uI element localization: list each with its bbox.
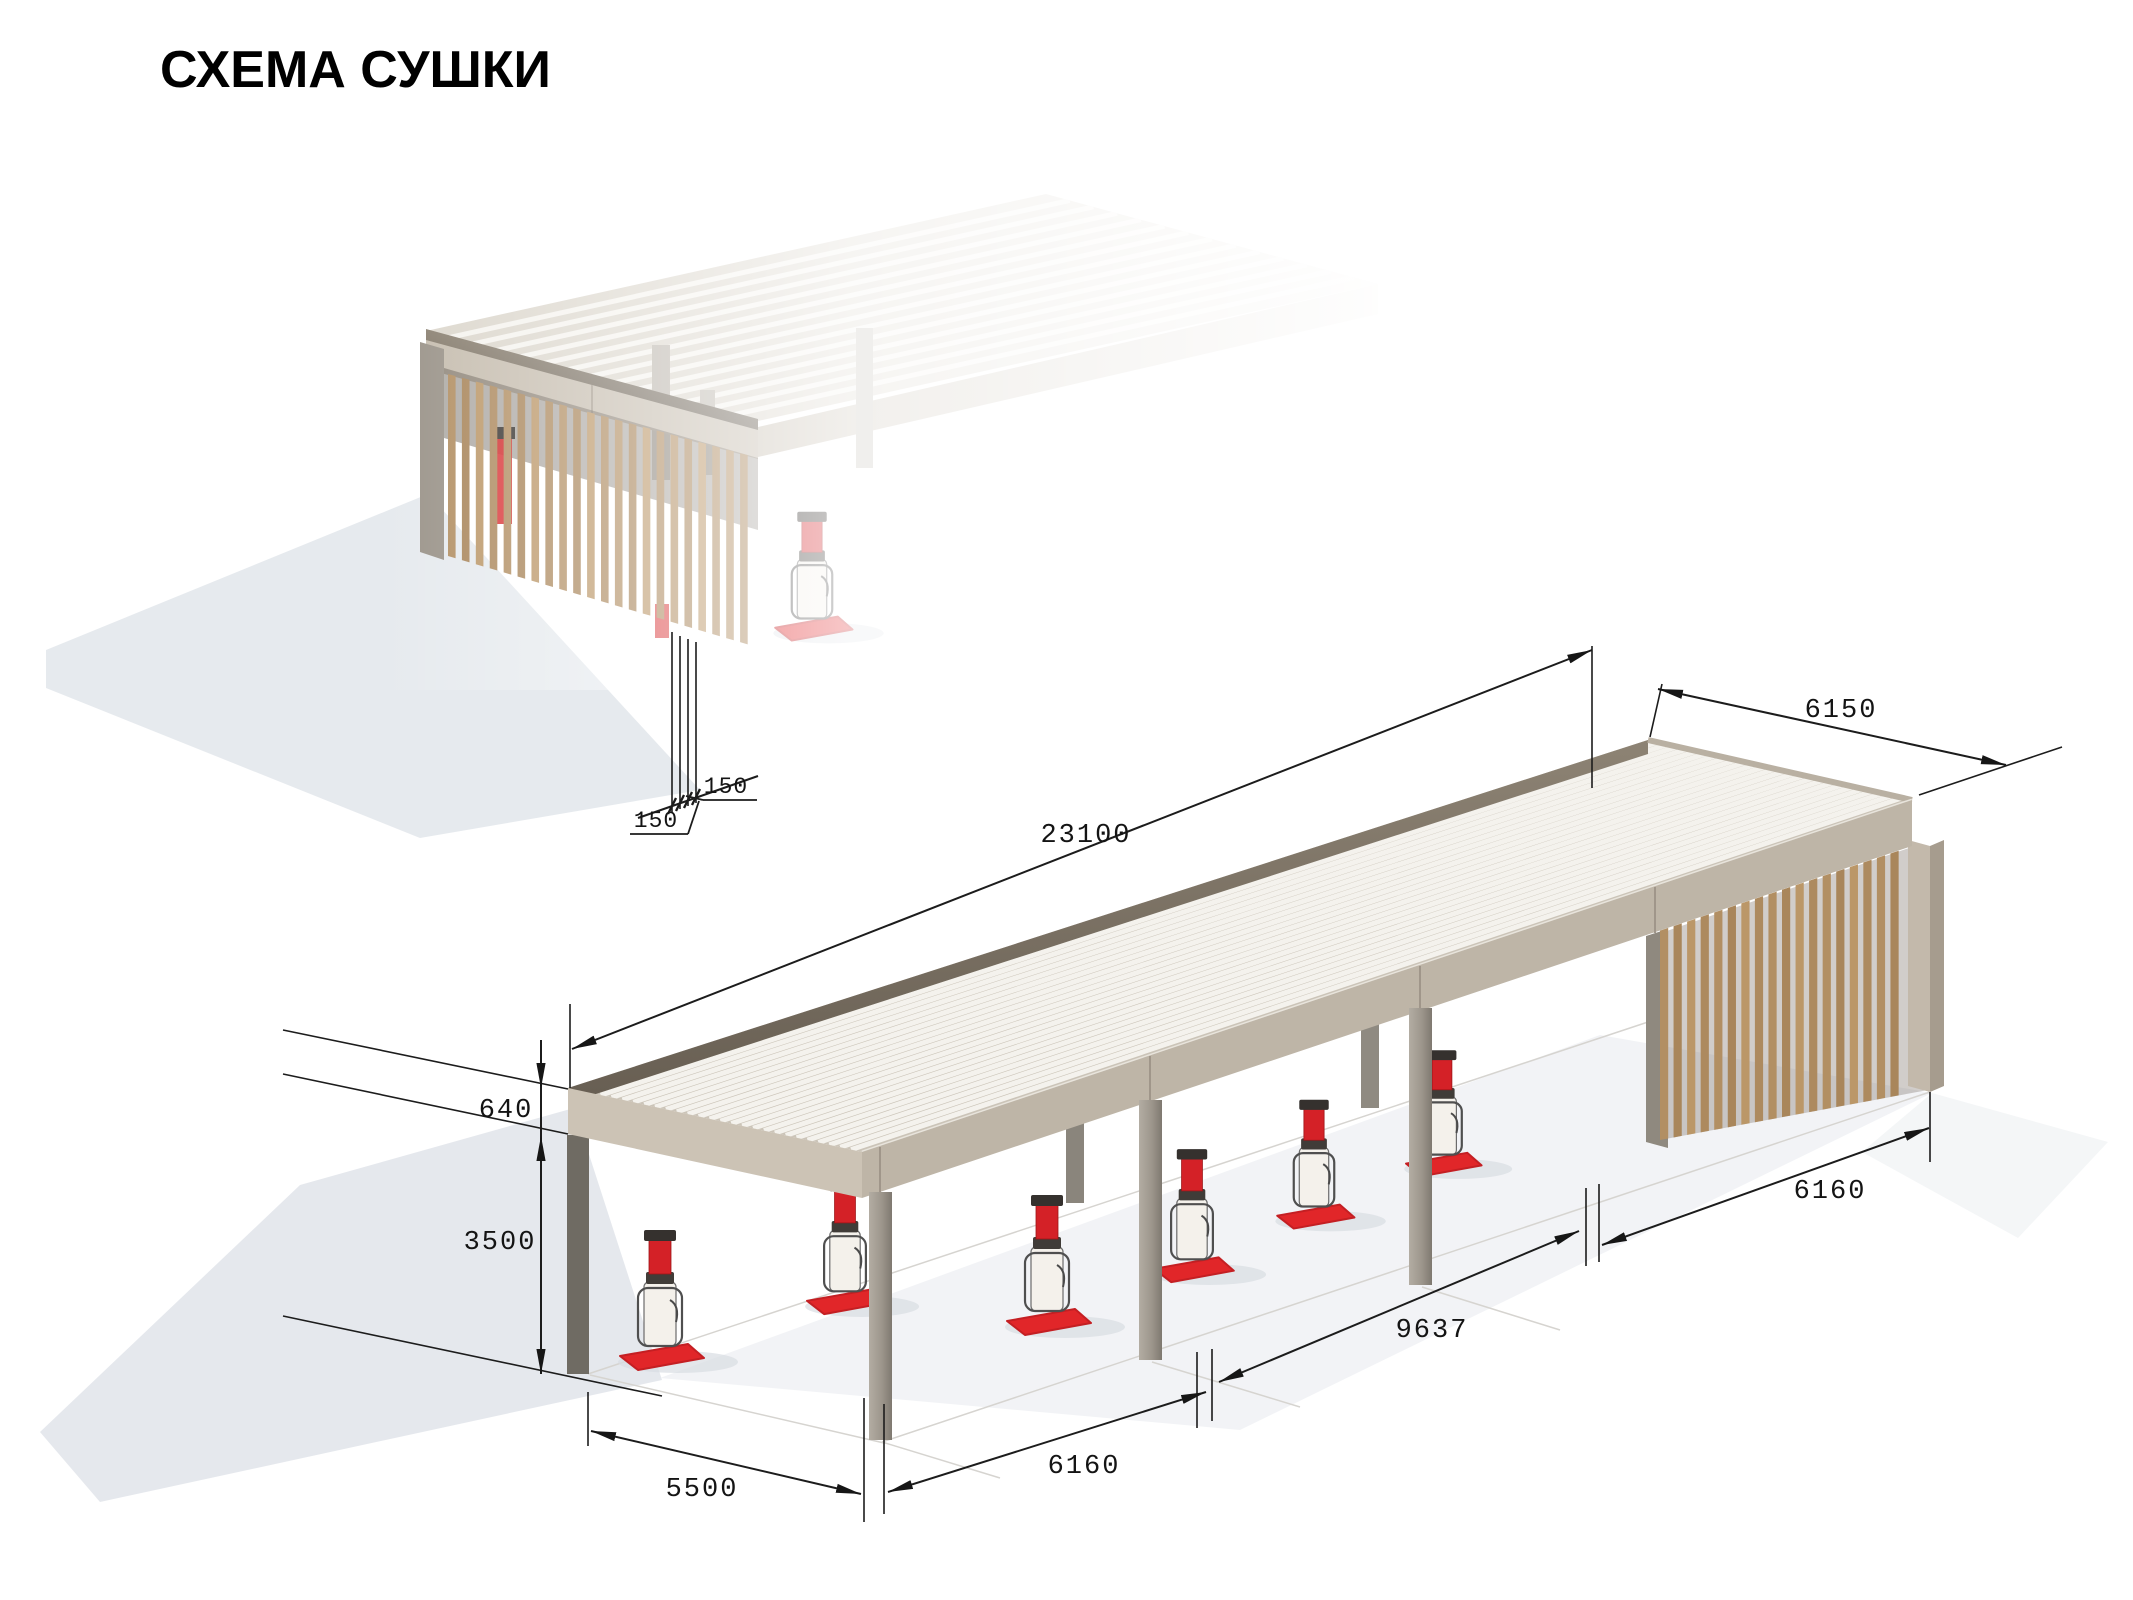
detail-ground-shadow <box>46 494 700 838</box>
wood-slat <box>1890 850 1899 1097</box>
dim-label-23100: 23100 <box>1040 821 1131 851</box>
heater-hose <box>853 1246 863 1269</box>
front-column <box>1409 1008 1432 1285</box>
wood-slat <box>1768 891 1777 1120</box>
heater-burner <box>1035 1204 1059 1240</box>
dimension-length-23100: 23100 <box>569 646 1593 1088</box>
heater-unit <box>618 1230 738 1373</box>
heater-base-plate <box>1276 1203 1356 1230</box>
dimension-span-9637: 9637 <box>1218 1184 1600 1383</box>
corner-post-front <box>1908 840 1930 1092</box>
heater-body <box>1176 1197 1208 1260</box>
dim-label-150-gap: 150 <box>704 774 748 800</box>
heater-burner <box>648 1239 672 1275</box>
heater-burner <box>1303 1108 1325 1141</box>
dim-label-6150: 6150 <box>1805 696 1878 726</box>
heater-cap <box>1031 1195 1063 1206</box>
front-column <box>869 1192 892 1440</box>
heater-body <box>829 1229 861 1292</box>
wood-slat <box>1727 905 1736 1128</box>
main-view: 23100 6150 640 3500 <box>40 646 2108 1522</box>
heater-collar <box>831 1221 859 1233</box>
heater-cap <box>1176 1149 1208 1160</box>
heater-collar <box>1178 1189 1206 1201</box>
heater-guard-frame <box>636 1286 684 1348</box>
wood-slat <box>1782 887 1791 1118</box>
heater-guard-frame <box>1169 1203 1214 1261</box>
wood-slat <box>1836 868 1845 1108</box>
heater-cap <box>1299 1099 1329 1110</box>
detail-fade-mask <box>380 140 1430 690</box>
heater-collar <box>1429 1088 1455 1099</box>
heater-unit <box>1005 1195 1125 1338</box>
heater-collar <box>646 1272 674 1284</box>
back-column <box>567 1135 589 1374</box>
heater-body <box>1298 1146 1330 1208</box>
heater-base-plate <box>1006 1308 1092 1336</box>
heater-guard-frame <box>1023 1251 1071 1313</box>
heater-cap <box>1427 1050 1457 1061</box>
detail-view: 150 150 <box>46 140 1430 838</box>
front-column <box>1139 1100 1162 1360</box>
dim-label-6160-right: 6160 <box>1794 1177 1867 1207</box>
heater-guard-frame <box>1292 1152 1336 1208</box>
heater-hose <box>669 1299 679 1323</box>
dimension-width-6150: 6150 <box>1649 683 2063 796</box>
page-title: СХЕМА СУШКИ <box>160 41 551 99</box>
wood-slat <box>1863 859 1872 1102</box>
heater-hose <box>1450 1112 1459 1134</box>
ground-shadow-east <box>1862 1093 2108 1238</box>
slat-wall-backdrop <box>1655 847 1928 1140</box>
dim-label-5500: 5500 <box>666 1475 739 1505</box>
heater-hose <box>1322 1163 1331 1185</box>
wood-slat <box>1673 923 1682 1138</box>
dim-label-9637: 9637 <box>1396 1316 1469 1346</box>
heater-guard-frame <box>822 1235 867 1293</box>
wood-slat <box>1714 909 1723 1130</box>
ground-shadow-west <box>40 1108 662 1502</box>
wood-slat <box>1795 882 1804 1115</box>
dim-label-640: 640 <box>479 1096 534 1126</box>
heater-collar <box>1301 1138 1327 1150</box>
heater-burner <box>1181 1158 1203 1192</box>
dimension-beam-640-and-height-3500: 640 3500 <box>282 1029 663 1397</box>
wood-slat <box>1849 864 1858 1105</box>
heater-hose <box>1056 1264 1066 1288</box>
heater-burner <box>1431 1058 1453 1091</box>
dimension-end-6160-right: 6160 <box>1601 1092 1931 1246</box>
dim-label-6160-bottom: 6160 <box>1048 1452 1121 1482</box>
wood-slat <box>1876 855 1886 1100</box>
corner-post-side <box>1930 840 1944 1092</box>
heater-cap <box>644 1230 676 1241</box>
dimension-bay-6160-bottom: 6160 <box>887 1349 1213 1493</box>
slat-wall <box>1646 840 1944 1148</box>
heater-hose <box>1200 1214 1210 1237</box>
heater-base-plate <box>619 1343 705 1371</box>
wood-slat <box>1754 896 1764 1123</box>
wood-slat <box>1660 927 1669 1140</box>
heater-body <box>1030 1246 1064 1312</box>
wood-slat <box>1741 900 1750 1125</box>
dim-label-150-slat: 150 <box>634 808 678 834</box>
wood-slat <box>1822 873 1831 1110</box>
dimension-bay-5500: 5500 <box>587 1392 885 1522</box>
wood-slat <box>1687 918 1696 1135</box>
dim-label-3500: 3500 <box>464 1228 537 1258</box>
heater-unit <box>1275 1099 1386 1232</box>
fascia-west-end <box>568 1088 862 1198</box>
heater-body <box>643 1281 677 1347</box>
wood-slat <box>1700 914 1709 1133</box>
heater-collar <box>1033 1237 1061 1249</box>
wood-slat <box>1809 877 1818 1113</box>
